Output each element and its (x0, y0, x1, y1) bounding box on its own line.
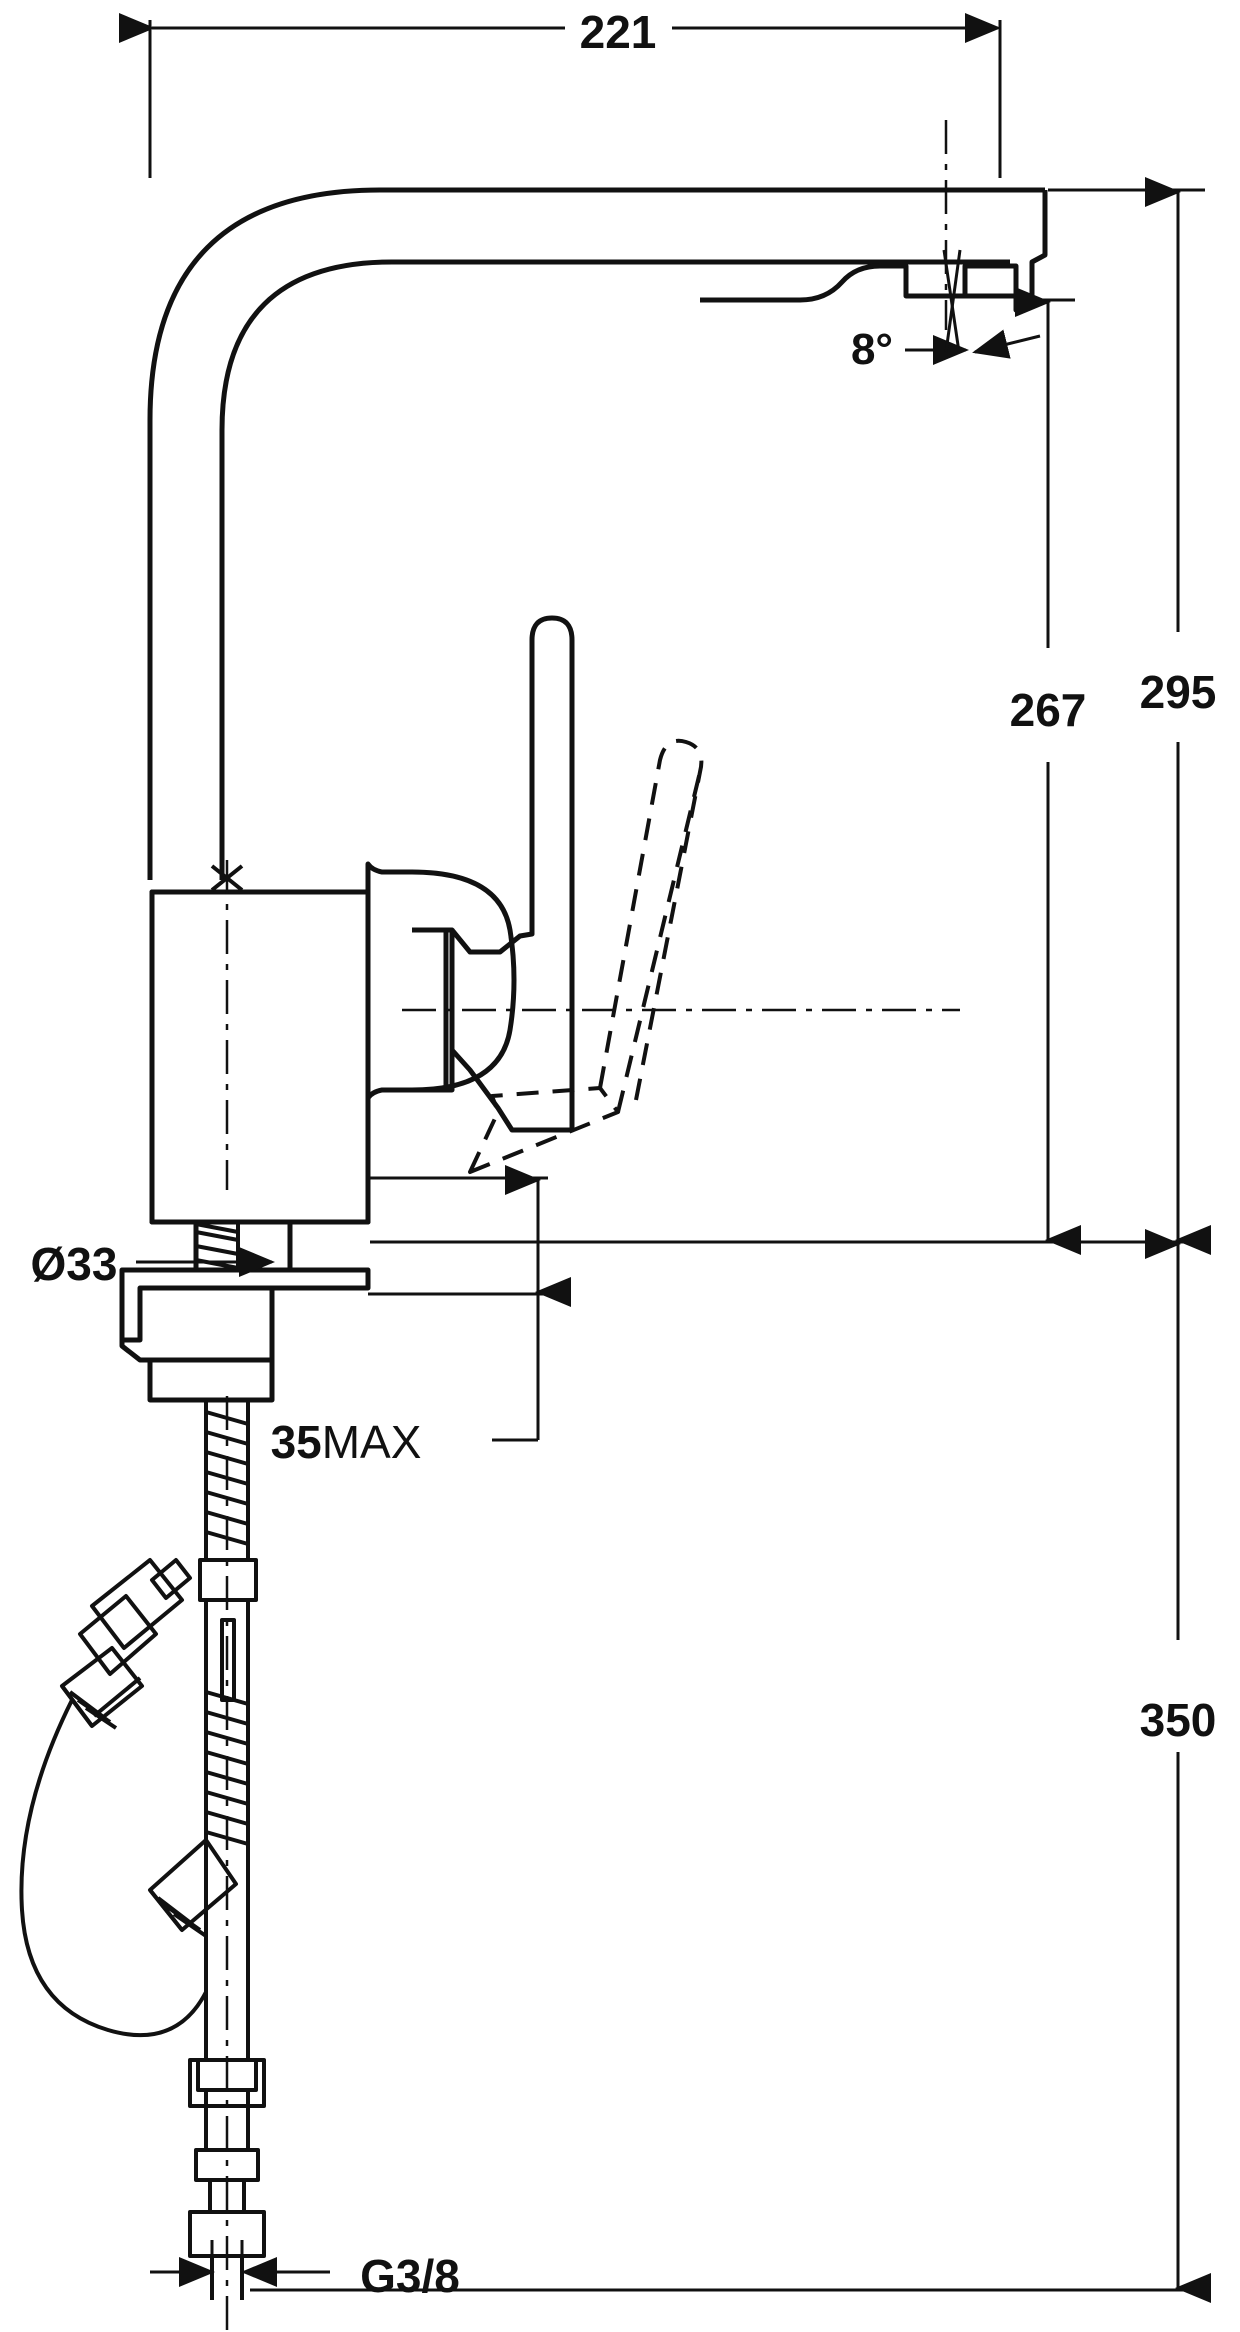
hose-weight (60, 1558, 192, 1730)
spout-arm-outer (147, 187, 1045, 880)
spout-outlet-height-dimension (370, 287, 1081, 1255)
hose-clip (148, 1838, 238, 1938)
max-deck-thickness-suffix: MAX (322, 1416, 422, 1468)
lower-shank-body (147, 1378, 275, 1400)
lever-handle-stem (529, 640, 575, 1130)
centre-line (225, 120, 960, 2332)
centre-mark (210, 864, 244, 892)
total-height-dimension (1048, 177, 1211, 1255)
overall-length-label: 350 (1140, 1694, 1217, 1746)
faucet-body-outline (149, 861, 517, 1225)
angle-ray-b (944, 249, 962, 353)
angle-arrow-right (972, 329, 1041, 359)
max-deck-thickness-label: 35MAX (271, 1416, 422, 1468)
supply-thread-size-dimension (150, 2240, 330, 2300)
max-deck-thickness-dimension (368, 1165, 571, 1442)
spout-reach-label: 221 (580, 6, 657, 58)
spout-outlet-aerator (700, 190, 1048, 313)
faucet-body-rect (149, 889, 371, 1225)
deck-flange-edge (119, 1270, 275, 1363)
mounting-hole-diameter-dimension (136, 1234, 275, 1277)
pull-out-hose-lower (204, 1600, 250, 1860)
spout-outlet-height-label: 267 (1010, 684, 1087, 736)
lever-handle-open-position (468, 738, 704, 1174)
max-deck-thickness-value: 35 (271, 1416, 322, 1468)
total-height-label: 295 (1140, 666, 1217, 718)
aerator-angle-label: 8° (851, 325, 893, 374)
hose-loop (19, 1699, 208, 2038)
mounting-hole-label: Ø33 (31, 1238, 118, 1290)
spout-arm-inner (219, 259, 1010, 880)
overall-length-dimension (250, 1229, 1211, 2303)
spout-reach-dimension (119, 13, 1002, 178)
supply-connector-nut (188, 2058, 266, 2300)
aerator-angle-dimension (905, 249, 1041, 365)
faucet-geometry (19, 187, 1048, 2300)
supply-thread-size-label: G3/8 (360, 2250, 460, 2302)
